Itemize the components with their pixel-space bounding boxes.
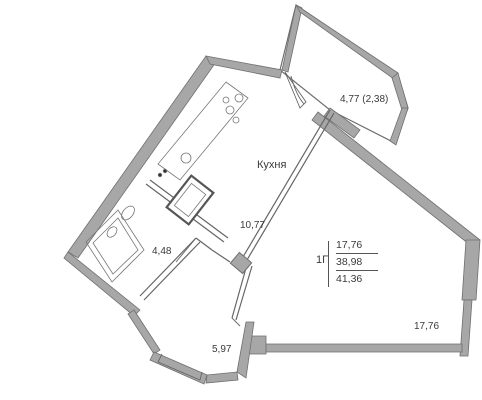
bathroom-fixtures xyxy=(85,205,145,283)
total-with-balcony-value: 41,36 xyxy=(336,273,363,285)
apartment-summary: 1Г 17,76 38,98 41,36 xyxy=(316,237,382,288)
kitchen-label: Кухня xyxy=(257,159,287,171)
outer-walls xyxy=(279,4,409,144)
kitchen-area: 10,77 xyxy=(240,220,266,231)
hall-area: 5,97 xyxy=(212,344,232,355)
doors xyxy=(157,71,307,381)
bathroom-area: 4,48 xyxy=(152,246,172,257)
exterior-wall-bands xyxy=(63,4,481,385)
structural-column xyxy=(229,251,253,275)
balcony-area: 4,77 (2,38) xyxy=(340,94,389,105)
apartment-type: 1Г xyxy=(316,254,329,266)
summary-divider xyxy=(328,241,329,287)
kitchen-fixtures xyxy=(157,81,249,226)
living-area-value: 17,76 xyxy=(336,239,363,251)
summary-values: 17,76 38,98 41,36 xyxy=(336,237,378,287)
total-area-value: 38,98 xyxy=(336,253,378,271)
interior-walls xyxy=(139,109,335,321)
living-room-area: 17,76 xyxy=(414,321,440,332)
